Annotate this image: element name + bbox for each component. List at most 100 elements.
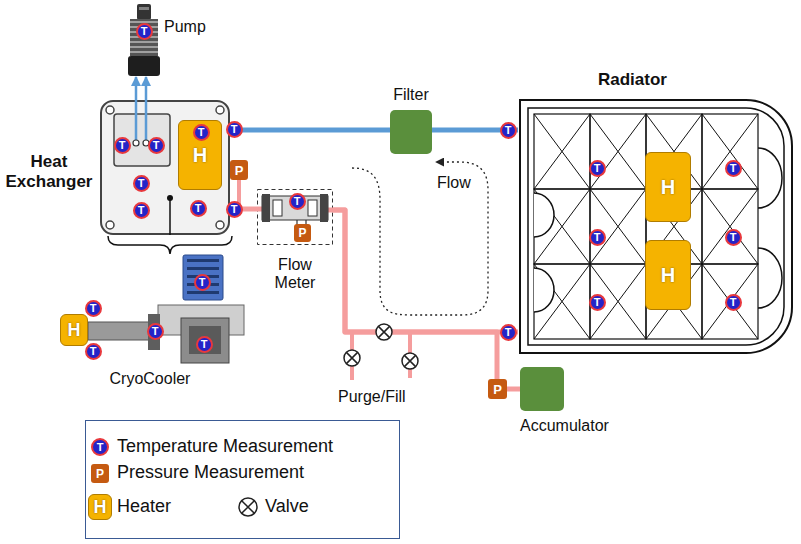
valve-symbol	[376, 324, 392, 340]
pipe	[145, 77, 148, 100]
panel-cell	[702, 264, 758, 339]
filter: Filter	[390, 110, 432, 154]
heater: TH	[178, 120, 222, 190]
symbol-letter: P	[235, 164, 244, 177]
pump-stripe	[130, 46, 158, 48]
temperature-sensor: T	[114, 137, 131, 154]
mount-hole	[106, 221, 114, 229]
temperature-sensor: T	[196, 336, 213, 353]
legend-box: Temperature MeasurementPressure Measurem…	[85, 420, 400, 539]
cryocooler: THTTTTCryoCooler	[55, 252, 245, 367]
heat-exchanger: TTTHTTTTTHeat Exchanger	[100, 100, 230, 235]
symbol-letter: T	[138, 178, 145, 189]
mount-hole	[106, 106, 114, 114]
part-label: Accumulator	[520, 417, 564, 435]
mount-hole	[216, 106, 224, 114]
temperature-sensor: T	[500, 324, 517, 341]
symbol-letter: T	[198, 127, 205, 138]
symbol-letter: T	[505, 327, 512, 338]
flow-meter: TPFlow Meter	[257, 189, 333, 245]
legend-sample: T	[91, 438, 109, 456]
legend-sample: H	[88, 494, 112, 520]
temperature-sensor: T	[190, 200, 207, 217]
symbol-letter: H	[661, 177, 675, 197]
pump-stripe	[130, 41, 158, 43]
pump-cap-detail	[139, 7, 149, 10]
cross-brace	[534, 264, 590, 339]
pump-seat	[114, 114, 170, 166]
pipe-connector	[333, 210, 520, 389]
panel-cell	[590, 189, 646, 264]
pipe	[230, 128, 390, 133]
temperature-sensor: T	[194, 274, 211, 291]
fan-fin	[187, 267, 219, 270]
radiator: TTHTTTHTTTRadiator	[518, 98, 796, 355]
panel-cell	[590, 114, 646, 189]
temperature-sensor: T	[725, 294, 742, 311]
annotation-text: Flow	[437, 174, 471, 192]
cross-brace	[702, 114, 758, 189]
symbol-letter: T	[730, 232, 737, 243]
compressor-box	[181, 318, 229, 363]
plate	[101, 101, 229, 234]
pump-stripe	[130, 51, 158, 53]
symbol-letter: T	[90, 346, 97, 357]
symbol-letter: T	[594, 163, 601, 174]
fan-housing	[183, 255, 223, 300]
symbol-letter: T	[199, 277, 206, 288]
panel-cell	[702, 114, 758, 189]
temperature-sensor: T	[589, 229, 606, 246]
pipe-connector	[136, 77, 146, 100]
symbol-letter: T	[119, 140, 126, 151]
pipe-connector	[230, 130, 390, 131]
part-label: Radiator	[598, 70, 801, 90]
valve-symbol	[402, 353, 418, 369]
temperature-sensor: T	[85, 343, 102, 360]
port-label: Purge/Fill	[338, 388, 406, 406]
legend-entry: Valve	[265, 496, 309, 517]
symbol-letter: P	[298, 227, 306, 239]
symbol-letter: H	[661, 265, 675, 285]
symbol-letter: T	[138, 205, 145, 216]
temperature-sensor: T	[148, 137, 165, 154]
pipe-connector	[333, 210, 518, 332]
cross-brace	[590, 189, 646, 264]
pipe	[333, 210, 518, 332]
pump-cap	[137, 4, 151, 20]
radiator-tube	[528, 108, 784, 345]
bracket	[108, 236, 232, 254]
pipe-stubs	[239, 180, 410, 380]
symbol-letter: T	[594, 297, 601, 308]
pump-drawing	[128, 4, 160, 76]
panel-cell	[534, 114, 590, 189]
pressure-sensor: P	[488, 379, 507, 399]
tube-bend	[534, 193, 554, 237]
legend-sample: P	[91, 464, 109, 483]
radiator-drawing	[518, 98, 796, 355]
part-label: Filter	[385, 86, 437, 104]
tube-bend	[758, 248, 782, 308]
legend-entry: Heater	[117, 496, 171, 517]
valve-symbol	[344, 350, 360, 366]
fan-fin	[187, 291, 219, 294]
cryocooler-drawing	[55, 252, 245, 367]
legend-text: Pressure Measurement	[117, 462, 304, 483]
port-line	[135, 100, 138, 140]
temperature-sensor: T	[589, 294, 606, 311]
temperature-sensor: T	[589, 160, 606, 177]
symbol-letter: T	[594, 232, 601, 243]
tube-bend	[534, 268, 554, 312]
compressor-core	[189, 326, 221, 354]
fan-fin	[187, 259, 219, 262]
temperature-sensor: T	[226, 201, 243, 218]
cross-brace	[590, 114, 646, 189]
pump: TPump	[128, 4, 160, 76]
radiator-frame	[520, 100, 792, 353]
temperature-sensor: T	[725, 160, 742, 177]
symbol-letter: T	[231, 124, 238, 135]
flow-label: Flow	[437, 174, 471, 192]
symbol-letter: T	[90, 303, 97, 314]
symbol-letter: H	[193, 145, 207, 165]
temperature-sensor: T	[147, 323, 164, 340]
temperature-sensor: T	[289, 193, 306, 210]
